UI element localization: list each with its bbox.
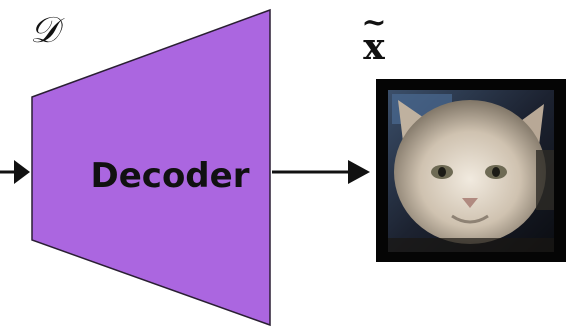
input-arrow (0, 160, 30, 184)
decoder-label: Decoder (91, 156, 250, 196)
output-symbol: ~ x (361, 5, 386, 68)
output-x: x (363, 26, 385, 68)
output-arrow (272, 160, 370, 184)
decoder-block (31, 8, 271, 327)
output-tilde: ~ (361, 5, 386, 40)
output-image (376, 79, 566, 262)
decoder-symbol: 𝒟 (30, 10, 65, 51)
